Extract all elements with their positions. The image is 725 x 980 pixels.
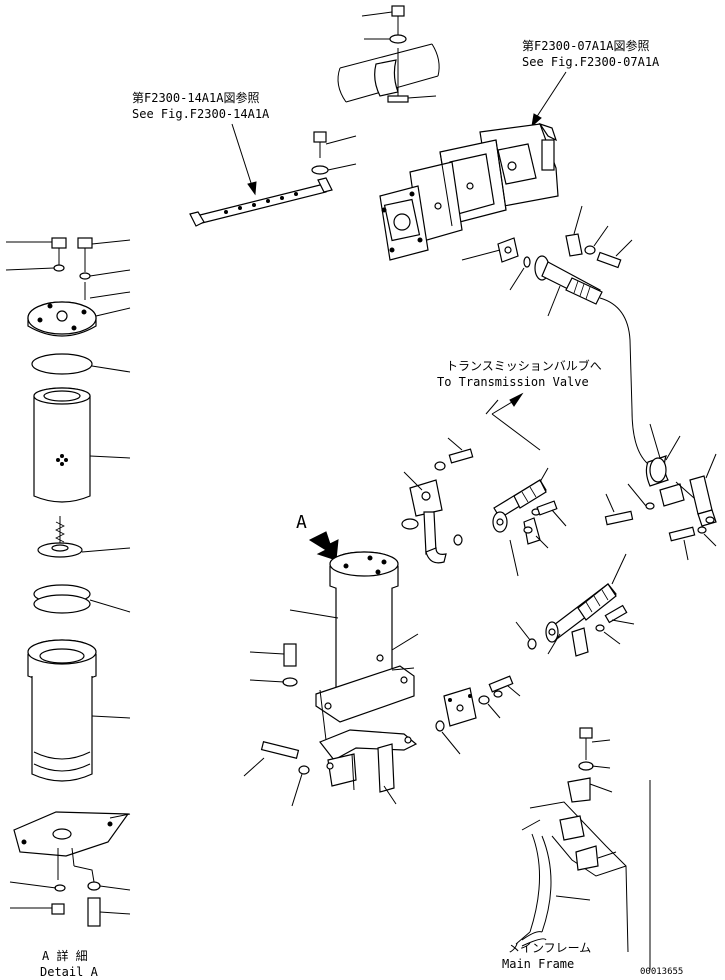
filter-housing [289,551,419,741]
pump-flange-oring [461,237,531,291]
detail-a-column [5,237,131,927]
hydraulic-pump [379,122,559,261]
detail-a-caption: A 詳 細 Detail A [40,948,99,979]
right-clamp-bracket [604,423,717,561]
view-arrow-a: A [296,512,339,561]
ref-fig-14-jp: 第F2300-14A1A図参照 [132,90,259,105]
top-tube-clamp-assembly [337,5,440,103]
drawing-number: 00013655 [640,967,683,977]
main-frame-en: Main Frame [502,957,574,971]
split-flange-bolt-top [565,205,633,269]
hose-mid-upper [453,467,567,577]
trans-label-jp: トランスミッションバルブへ [446,358,602,373]
ref-fig-07-en: See Fig.F2300-07A1A [522,55,660,69]
lower-flange [435,675,521,755]
detail-a-en: Detail A [40,965,99,979]
ref-fig-14-en: See Fig.F2300-14A1A [132,107,270,121]
main-frame-assembly [515,727,651,970]
trans-label-en: To Transmission Valve [437,375,589,389]
hose-mid-lower [515,553,635,657]
bracket-bar [189,131,357,227]
main-frame-caption: メインフレーム Main Frame 00013655 [502,941,683,977]
filter-bracket [243,643,418,807]
ref-fig-07-jp: 第F2300-07A1A図参照 [522,38,649,53]
elbow-fitting [401,437,474,564]
view-a-label: A [296,512,307,533]
transmission-valve-ref: トランスミッションバルブへ To Transmission Valve [437,358,602,451]
hose-upper [534,255,649,465]
detail-a-jp: A 詳 細 [42,948,88,963]
ref-fig-14: 第F2300-14A1A図参照 See Fig.F2300-14A1A [132,90,270,196]
ref-fig-07: 第F2300-07A1A図参照 See Fig.F2300-07A1A [522,38,660,128]
main-frame-jp: メインフレーム [508,941,591,955]
